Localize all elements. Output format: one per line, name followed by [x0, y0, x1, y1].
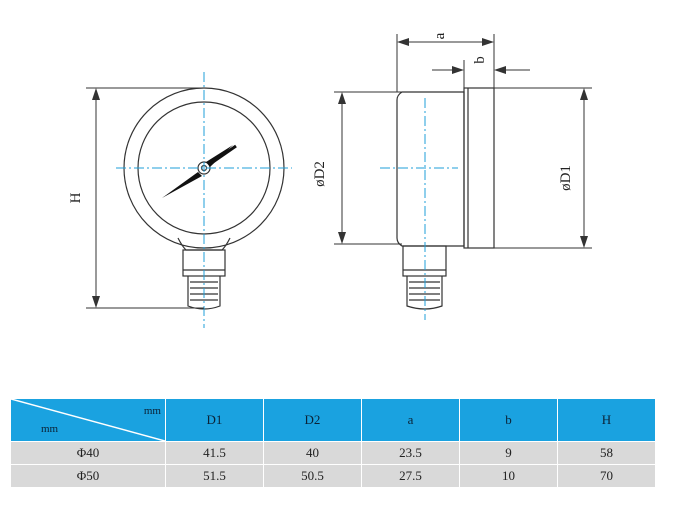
- side-centerlines: [380, 98, 458, 320]
- table-cell: 58: [557, 441, 656, 465]
- column-header-b: b: [459, 398, 558, 442]
- height-label: H: [68, 192, 84, 203]
- front-centerlines: [116, 72, 292, 328]
- corner-top-unit: mm: [143, 405, 161, 417]
- height-dimension: [86, 87, 204, 309]
- table-row: Φ50 51.5 50.5 27.5 10 70: [10, 464, 656, 488]
- table-header-row: mm mm D1 D2 a b H: [10, 398, 656, 442]
- row-label: Φ40: [10, 441, 166, 465]
- side-view: [396, 87, 495, 310]
- table-cell: 9: [459, 441, 558, 465]
- d2-dimension: [334, 91, 402, 245]
- case-body: [396, 91, 465, 247]
- d1-dimension: [494, 87, 592, 249]
- table-cell: 23.5: [361, 441, 460, 465]
- a-label: a: [432, 32, 448, 39]
- bezel-ring: [463, 87, 495, 249]
- a-dimension: [396, 34, 495, 92]
- column-header-d1: D1: [165, 398, 264, 442]
- spec-table: mm mm D1 D2 a b H Φ40 41.5 40 23.5 9 58 …: [10, 398, 656, 488]
- technical-drawing: H øD2 øD1 a: [68, 32, 592, 328]
- column-header-d2: D2: [263, 398, 362, 442]
- pointer-needle: [162, 172, 202, 198]
- table-cell: 41.5: [165, 441, 264, 465]
- column-header-a: a: [361, 398, 460, 442]
- d1-label: øD1: [558, 165, 574, 191]
- b-label: b: [472, 56, 488, 64]
- table-cell: 40: [263, 441, 362, 465]
- table-cell: 27.5: [361, 464, 460, 488]
- table-cell: 50.5: [263, 464, 362, 488]
- table-cell: 70: [557, 464, 656, 488]
- row-label: Φ50: [10, 464, 166, 488]
- corner-bottom-unit: mm: [41, 423, 59, 435]
- column-header-h: H: [557, 398, 656, 442]
- table-corner: mm mm: [10, 398, 166, 442]
- table-row: Φ40 41.5 40 23.5 9 58: [10, 441, 656, 465]
- table-cell: 10: [459, 464, 558, 488]
- b-dimension: [432, 60, 530, 92]
- table-cell: 51.5: [165, 464, 264, 488]
- d2-label: øD2: [312, 161, 328, 187]
